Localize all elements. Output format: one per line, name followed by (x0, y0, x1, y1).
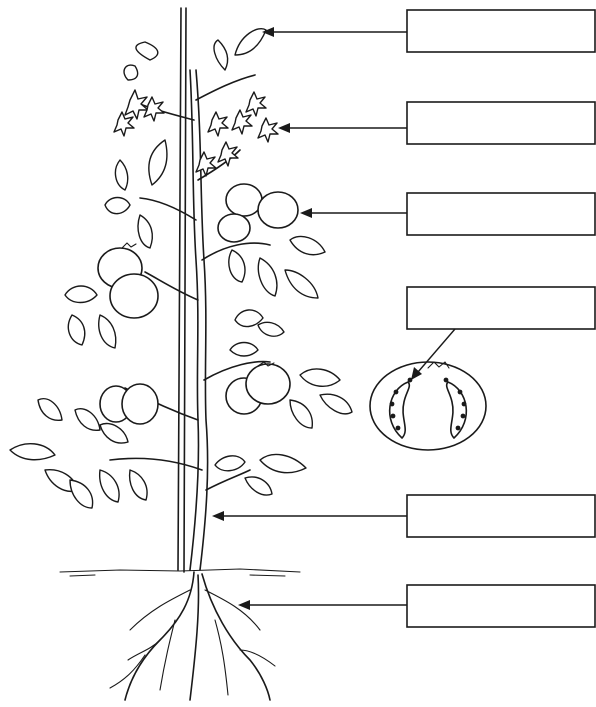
label-box-fruit[interactable] (407, 193, 595, 235)
label-box-seed[interactable] (407, 287, 595, 329)
plant-roots (110, 572, 275, 700)
label-box-stem[interactable] (407, 495, 595, 537)
ground-line (60, 569, 300, 576)
pointer-root (238, 600, 407, 610)
pointer-fruit (300, 208, 407, 218)
tomato-cross-section (370, 362, 486, 450)
pointer-flower (278, 123, 407, 133)
plant-flowers (114, 90, 278, 176)
pointer-leaf (262, 27, 407, 37)
pointer-stem (212, 511, 407, 521)
support-stake (178, 8, 186, 572)
label-box-leaf[interactable] (407, 10, 595, 52)
label-box-flower[interactable] (407, 102, 595, 144)
label-box-root[interactable] (407, 585, 595, 627)
